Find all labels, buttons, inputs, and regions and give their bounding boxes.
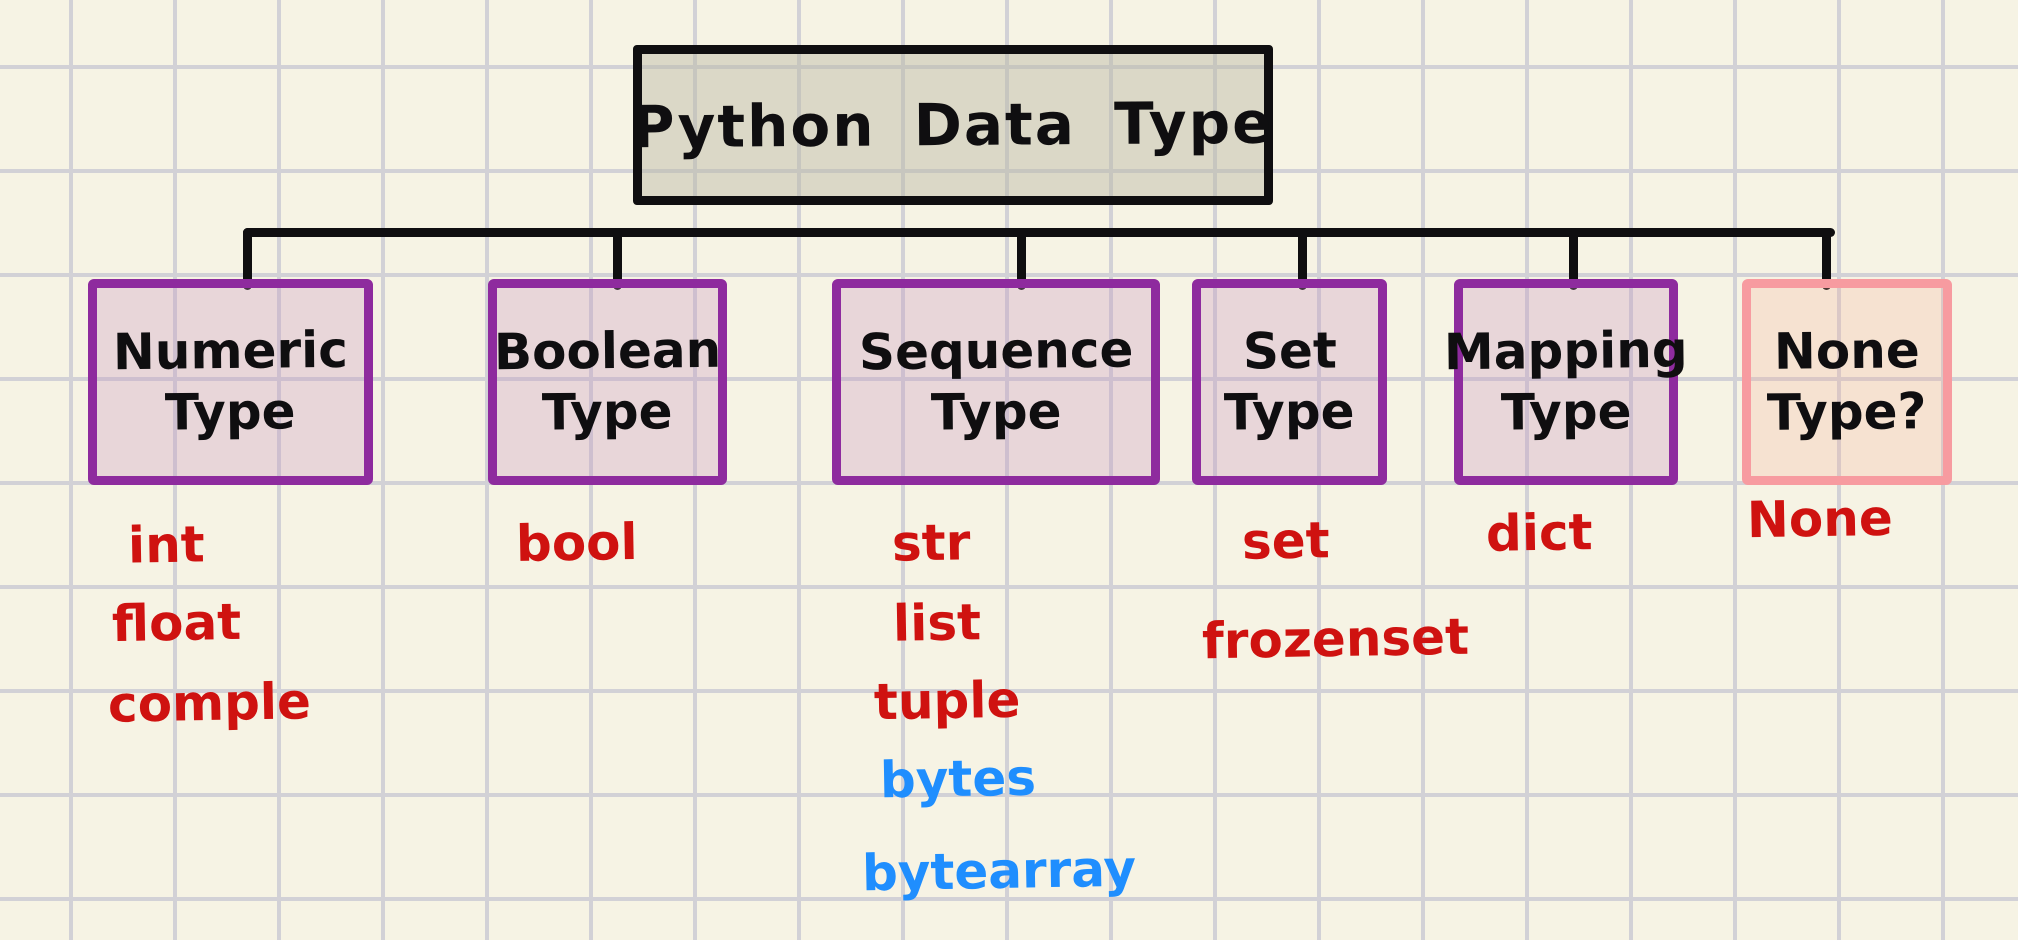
type-item-dict: dict bbox=[1485, 503, 1593, 563]
category-label-line2: Type bbox=[164, 382, 297, 442]
category-label-line1: Numeric bbox=[112, 320, 349, 382]
category-label-line2: Type? bbox=[1766, 382, 1928, 442]
type-item-tuple: tuple bbox=[873, 670, 1021, 732]
connector-drop-numeric bbox=[243, 228, 252, 290]
type-item-comple: comple bbox=[107, 672, 312, 734]
category-label-line1: None bbox=[1773, 321, 1921, 381]
connector-horizontal bbox=[243, 228, 1835, 237]
connector-drop-none bbox=[1822, 228, 1831, 290]
type-item-frozenset: frozenset bbox=[1201, 607, 1470, 671]
category-label-line2: Type bbox=[1500, 382, 1632, 442]
category-label-line1: Set bbox=[1242, 321, 1337, 381]
connector-drop-boolean bbox=[613, 228, 622, 290]
type-item-str: str bbox=[891, 513, 971, 573]
title-box: Python Data Type bbox=[632, 45, 1274, 205]
category-label-line1: Boolean bbox=[493, 320, 722, 382]
category-box-numeric: Numeric Type bbox=[88, 279, 373, 485]
type-item-set: set bbox=[1241, 511, 1331, 571]
category-label-line2: Type bbox=[930, 382, 1062, 442]
category-box-set: Set Type bbox=[1192, 279, 1387, 485]
connector-drop-sequence bbox=[1017, 228, 1026, 290]
connector-drop-set bbox=[1298, 228, 1307, 290]
category-box-mapping: Mapping Type bbox=[1444, 279, 1688, 485]
category-label-line2: Type bbox=[1223, 382, 1356, 442]
type-item-bytes: bytes bbox=[879, 748, 1037, 810]
type-item-float: float bbox=[111, 592, 242, 654]
category-box-none: None Type? bbox=[1742, 279, 1952, 485]
type-item-none: None bbox=[1746, 488, 1894, 550]
category-box-boolean: Boolean Type bbox=[488, 279, 727, 485]
type-item-int: int bbox=[127, 515, 206, 575]
category-label-line1: Mapping bbox=[1443, 320, 1689, 382]
category-label-line2: Type bbox=[541, 382, 674, 442]
diagram-title: Python Data Type bbox=[632, 88, 1274, 162]
connector-drop-mapping bbox=[1569, 228, 1578, 290]
type-item-list: list bbox=[892, 593, 982, 653]
category-label-line1: Sequence bbox=[858, 320, 1134, 382]
type-item-bytearray: bytearray bbox=[861, 839, 1137, 903]
category-box-sequence: Sequence Type bbox=[832, 279, 1160, 485]
type-item-bool: bool bbox=[515, 512, 639, 574]
